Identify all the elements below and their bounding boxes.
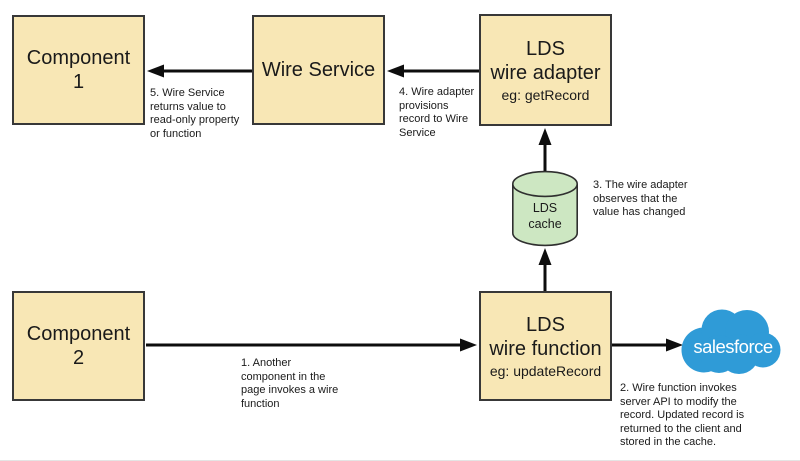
note-step5: 5. Wire Service returns value to read-on… [150,87,240,140]
salesforce-wordmark: salesforce [693,336,773,357]
arrow-function-to-salesforce [612,338,683,352]
wire-service-label: Wire Service [261,59,376,81]
salesforce-logo: salesforce [681,309,781,374]
component2-box: Component 2 [12,291,145,401]
wire-service-box: Wire Service [252,15,385,125]
cache-label-line1: LDS [533,201,557,215]
arrow-adapter-to-service [387,64,479,78]
component2-label: Component 2 [26,323,131,369]
note-step1: 1. Another component in the page invokes… [241,357,339,410]
lds-wire-adapter-box: LDS wire adapter eg: getRecord [479,14,612,126]
component1-label: Component 1 [26,47,131,93]
arrow-function-to-cache [538,248,552,291]
arrow-component2-to-function [146,338,477,352]
note-step2: 2. Wire function invokes server API to m… [620,382,745,448]
cache-label-line2: cache [528,217,561,231]
lds-wire-function-box: LDS wire function eg: updateRecord [479,291,612,401]
lds-wire-adapter-label: LDS wire adapter [490,37,601,84]
lds-wire-function-example: eg: updateRecord [489,362,602,379]
lds-wire-function-label: LDS wire function [489,313,602,360]
note-step4: 4. Wire adapter provisions record to Wir… [399,86,475,139]
salesforce-cloud-icon [681,309,781,374]
arrow-cache-to-adapter [538,128,552,172]
component1-box: Component 1 [12,15,145,125]
lds-wire-adapter-example: eg: getRecord [501,86,590,103]
arrow-service-to-component1 [147,64,252,78]
note-step3: 3. The wire adapter observes that the va… [593,179,688,218]
lds-cache-cylinder: LDS cache [511,170,579,247]
